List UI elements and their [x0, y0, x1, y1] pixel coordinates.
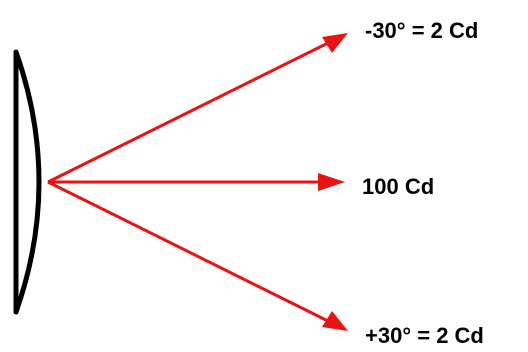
ray-bot-label: +30° = 2 Cd: [365, 323, 484, 348]
lens-shape: [13, 49, 42, 315]
ray-mid-label: 100 Cd: [362, 174, 435, 199]
ray-top: [47, 33, 348, 184]
ray-mid: [48, 173, 345, 191]
ray-top-arrowhead: [322, 33, 348, 53]
ray-bot-arrowhead: [322, 311, 348, 331]
ray-top-label: -30° = 2 Cd: [365, 18, 479, 43]
ray-bot: [47, 180, 348, 331]
ray-mid-arrowhead: [318, 173, 345, 191]
